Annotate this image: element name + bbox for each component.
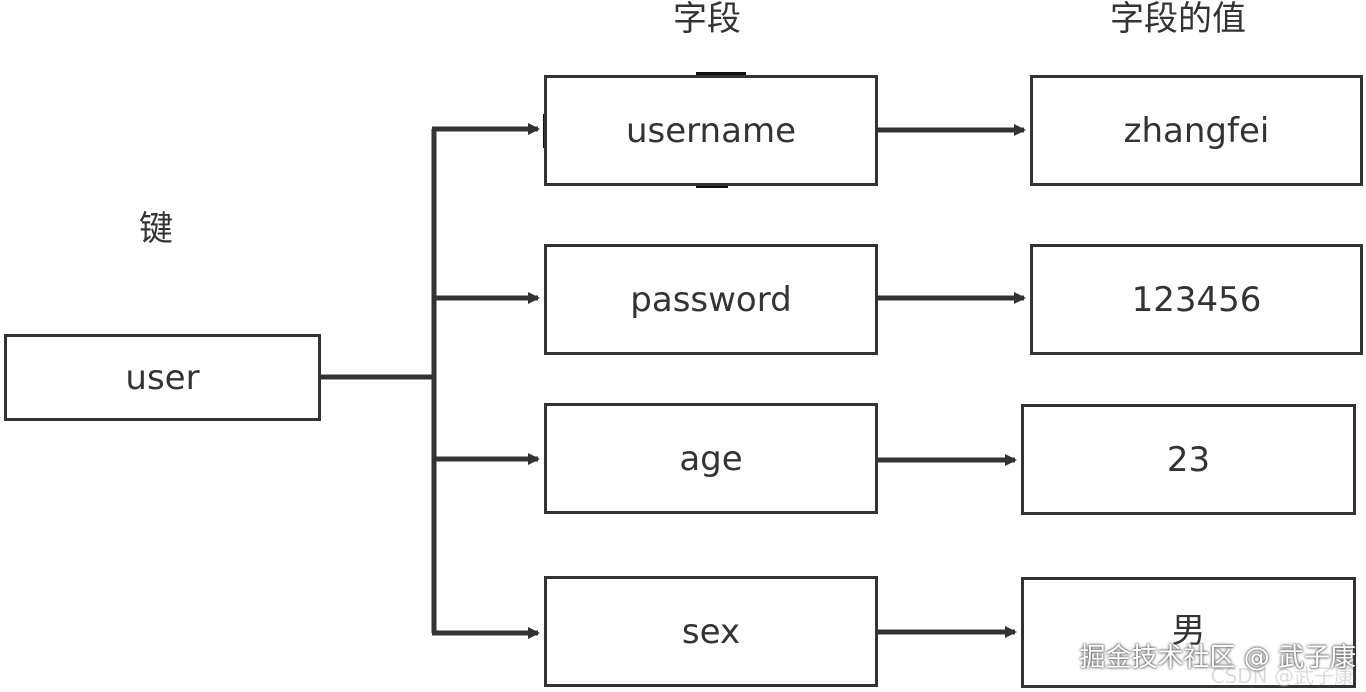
value-node-age[interactable]: 23 — [1021, 404, 1356, 515]
value-node-label: zhangfei — [1123, 110, 1270, 151]
value-heading: 字段的值 — [1110, 0, 1246, 39]
field-node-password[interactable]: password — [544, 244, 878, 355]
value-node-label: 23 — [1166, 439, 1211, 480]
key-node-label: user — [125, 357, 200, 398]
value-node-username[interactable]: zhangfei — [1030, 75, 1363, 186]
field-node-label: sex — [681, 611, 741, 652]
field-node-label: age — [679, 438, 743, 479]
field-heading: 字段 — [673, 0, 741, 39]
key-node-user[interactable]: user — [4, 334, 321, 421]
field-node-label: username — [626, 110, 796, 151]
field-node-label: password — [630, 279, 792, 320]
csdn-watermark: CSDN @武子康 — [1210, 664, 1354, 688]
field-node-username[interactable]: username — [544, 75, 878, 186]
key-heading: 键 — [139, 209, 173, 249]
juejin-watermark: 掘金技术社区 @ 武子康 — [1079, 643, 1356, 673]
field-node-age[interactable]: age — [544, 403, 878, 514]
field-node-sex[interactable]: sex — [544, 576, 878, 687]
value-node-label: 男 — [1171, 611, 1206, 651]
value-node-password[interactable]: 123456 — [1030, 244, 1363, 355]
selection-handle-top[interactable] — [696, 72, 746, 77]
value-node-label: 123456 — [1131, 279, 1262, 320]
value-node-sex[interactable]: 男 — [1021, 577, 1356, 688]
